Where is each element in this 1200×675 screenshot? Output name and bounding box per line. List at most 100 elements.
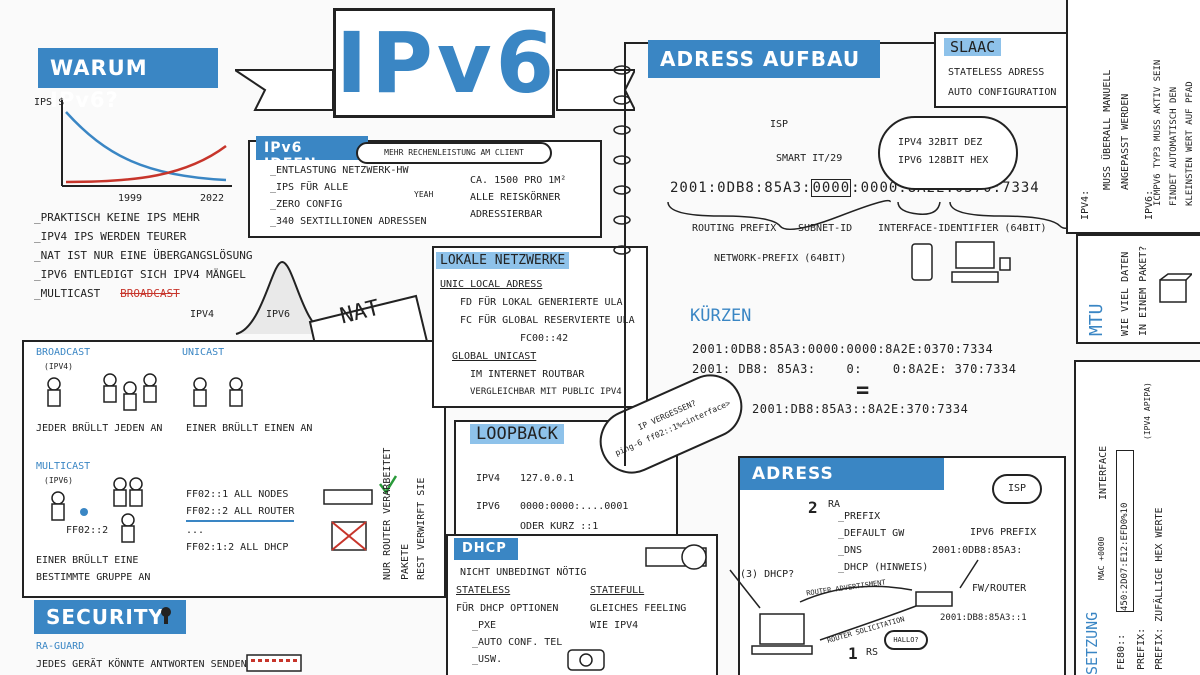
kurzen-l2: 2001: DB8: 85A3: 0: 0:8A2E: 370:7334 [692,362,1017,376]
local-fd: FD FÜR LOKAL GENERIERTE ULA [460,297,623,308]
mtu-label: MTU [1086,303,1107,336]
dhcp-stateless-list: FÜR DHCP OPTIONEN _PXE _AUTO CONF. TEL _… [456,600,562,668]
why-year-start: 1999 [118,193,143,204]
casts-multicast: MULTICAST [36,461,91,472]
casts-multicast-desc-2: BESTIMMTE GRUPPE AN [36,572,151,583]
casts-multicast-sub: (IPv6) [44,476,73,485]
casts-router-vert-3: REST VERWIRFT SIE [416,477,427,580]
ff-1: FF02::1 ALL NODES [186,489,289,500]
note-ipv6-t3: KLEINSTEN WERT AUF PFAD [1185,81,1195,206]
aufbau-cloud: IPv4 32Bit DEZ IPv6 128Bit HEX [878,116,1018,190]
security-ra-guard: RA-GUARD [36,641,85,652]
vergabe-prefix-addr: 2001:0DB8:85A3: [932,545,1023,556]
slaac-heading: SLAAC [944,38,1002,56]
ideas-heading: IPv6 IDEEN [256,136,368,172]
vergabe-ra: RA [828,499,841,510]
kurzen-heading: KÜRZEN [690,306,752,326]
local-global: GLOBAL UNICAST [452,351,537,362]
casts-broadcast-desc: JEDER BRÜLLT JEDEN AN [36,423,163,434]
why-item: _NAT IST NUR EINE ÜBERGANGSLÖSUNG [34,249,253,262]
right-notes-panel [1066,0,1200,234]
casts-router-vert-2: PAKETE [400,543,411,580]
ideas-right-3: ADRESSIERBAR [470,209,543,220]
aufbau-addr-b: 0000 [811,179,852,197]
local-unic: UNIC LOCAL ADRESS [440,279,543,290]
loopback-ipv6-addr: 0000:0000:....0001 [520,501,629,512]
ideas-right-2: ALLE REISKÖRNER [470,192,561,203]
mtu-q2: IN EINEM PAKET? [1138,245,1149,336]
dhcp-statefull: STATEFULL [590,585,645,596]
setzung-fe80: FE80:: [1116,633,1127,670]
aufbau-network: NETWORK-PREFIX (64Bit) [714,253,847,264]
local-fc: FC FÜR GLOBAL RESERVIERTE ULA [460,315,635,326]
switch-icon [246,654,302,672]
setzung-prefix-t: PREFIX: ZUFÄLLIGE HEX WERTE [1154,507,1165,670]
loopback-heading: LOOPBACK [470,424,564,444]
dhcp-sl-4: _USW. [472,654,503,665]
note-ipv4: IPv4: [1080,189,1091,220]
vergabe-fw-addr: 2001:DB8:85A3::1 [940,613,1027,623]
ff-3: FF02:1:2 ALL DHCP [186,542,289,553]
vergabe-ra-num: 2 [808,498,818,517]
why-broadcast-struck: BROADCAST [120,287,180,300]
note-ipv6-t2: FINDET AUTOMATISCH DEN [1169,86,1179,206]
casts-broadcast-sub: (IPv4) [44,362,73,371]
dhcp-sl-3: _AUTO CONF. TEL [472,637,563,648]
aufbau-iface: INTERFACE-IDENTIFIER (64Bit) [878,223,1047,234]
title-box: IPv6 [333,8,555,118]
title-text: IPv6 [336,14,559,112]
kurzen-eq: = [856,378,870,403]
vergabe-rs-num: 1 [848,644,858,663]
casts-figures [47,373,398,551]
vergabe-ipv6-prefix: IPv6 PREFIX [970,527,1037,538]
setzung-label: SETZUNG [1083,611,1101,675]
ideas-item: _IPs FÜR ALLE [270,182,349,193]
dhcp-phone-icon [567,649,605,671]
dhcp-heading: DHCP [454,538,518,560]
security-heading: SECURITY [34,600,186,634]
setzung-apipa: (IPv4 APIPA) [1143,382,1152,440]
mtu-package-icon [1159,273,1192,303]
dhcp-stateless: STATELESS [456,585,511,596]
ideas-item: _ZERO CONFIG [270,199,343,210]
vergabe-list: _PREFIX _DEFAULT GW _DNS _DHCP (HINWEIS) [838,508,928,576]
casts-unicast-desc: EINER BRÜLLT EINEN AN [186,423,313,434]
vergabe-prefix: _PREFIX [838,511,881,522]
aufbau-cloud-1: IPv4 32Bit DEZ [898,137,983,148]
aufbau-smart: SMART IT/29 [776,153,843,164]
ideas-item: _ENTLASTUNG NETZWERK-HW [270,165,409,176]
why-item: _PRAKTISCH KEINE IPS MEHR [34,211,200,224]
note-ipv4-t1: MUSS ÜBERALL MANUELL [1102,69,1113,190]
aufbau-addr-a: 2001:0DB8:85A3: [670,180,812,196]
casts-unicast: UNICAST [182,347,225,358]
aufbau-devices [911,241,1011,283]
note-ipv4-t2: ANGEPASST WERDEN [1120,93,1131,190]
why-ipv4-label: IPv4 [190,309,215,320]
vergabe-devices [645,544,979,655]
security-text: JEDES GERÄT KÖNNTE ANTWORTEN SENDEN [36,659,247,670]
ideas-list: _ENTLASTUNG NETZWERK-HW _IPs FÜR ALLE _Z… [270,162,427,230]
setzung-prefix: PREFIX: [1136,627,1147,670]
slaac-line-1: STATELESS ADRESS [948,67,1045,78]
ideas-right: CA. 1500 PRO 1m² ALLE REISKÖRNER ADRESSI… [470,172,566,223]
note-ipv6-t1: ICMPv6 TYP3 MUSS AKTIV SEIN [1153,59,1163,206]
vergabe-rs: RS [866,647,879,658]
aufbau-heading: ADRESS AUFBAU [648,40,880,78]
lock-icon [160,606,172,626]
vergabe-hallo: HALLO? [884,630,928,650]
dhcp-line: NICHT UNBEDINGT NÖTIG [460,567,587,578]
aufbau-subnet: SUBNET-ID [798,223,853,234]
casts-ff-list: FF02::1 ALL NODES FF02::2 ALL ROUTER ...… [186,486,295,556]
setzung-interface: INTERFACE [1098,445,1109,500]
why-heading: WARUM IPv6? [38,48,218,112]
vergabe-dhcp: _DHCP (HINWEIS) [838,562,929,573]
casts-multicast-desc-1: EINER BRÜLLT EINE [36,555,139,566]
why-item-multicast: _MULTICAST BROADCAST [34,287,180,300]
vergabe-gw: _DEFAULT GW [838,528,905,539]
ideas-right-1: CA. 1500 PRO 1m² [470,175,567,186]
ff-2: FF02::2 ALL ROUTER [186,503,295,522]
vergabe-dns: _DNS [838,545,863,556]
local-g1: IM INTERNET ROUTBAR [470,369,585,380]
vergabe-fw: FW/ROUTER [972,583,1027,594]
spiral-binding [613,65,631,255]
